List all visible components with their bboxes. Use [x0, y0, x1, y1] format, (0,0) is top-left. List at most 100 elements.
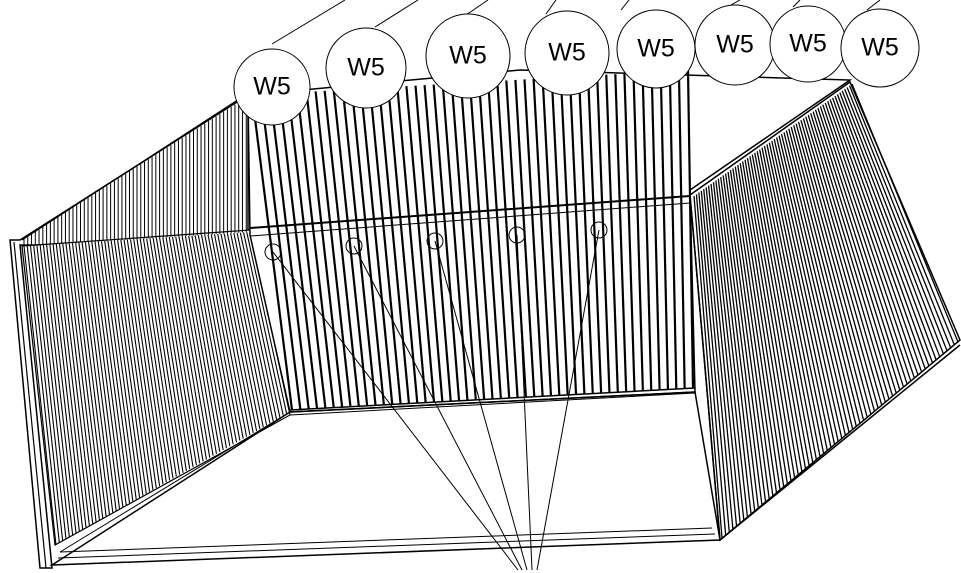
- panel-rib: [123, 239, 161, 487]
- panel-rib: [839, 92, 941, 358]
- panel-rib: [368, 88, 402, 405]
- panel-rib: [278, 93, 319, 409]
- panel-rib: [746, 157, 803, 472]
- panel-rib: [243, 232, 284, 416]
- panel-rib: [194, 235, 234, 445]
- callout-label: W5: [861, 34, 899, 62]
- panel-rib: [761, 147, 825, 454]
- panel-rib: [686, 69, 695, 389]
- panel-rib: [715, 180, 756, 511]
- panel-rib: [577, 76, 594, 394]
- panel-rib: [668, 71, 678, 389]
- weld-callout-icon: W5: [840, 8, 920, 88]
- panel-rib: [756, 151, 818, 460]
- panel-rib: [758, 149, 821, 457]
- panel-rib: [744, 159, 799, 475]
- panel-rib: [496, 80, 519, 398]
- panel-rib: [827, 101, 923, 373]
- panel-rib: [396, 86, 427, 403]
- panel-rib: [217, 233, 258, 432]
- panel-rib: [423, 85, 452, 402]
- panel-rib: [768, 142, 836, 445]
- panel-rib: [836, 94, 937, 361]
- panel-rib: [62, 243, 97, 523]
- panel-rib: [146, 238, 184, 473]
- panel-rib: [52, 244, 87, 528]
- panel-rib: [717, 178, 759, 508]
- panel-rib: [568, 76, 586, 395]
- panel-rib: [677, 70, 686, 389]
- panel-rib: [720, 176, 763, 505]
- panel-rib: [94, 241, 131, 504]
- panel-rib: [26, 245, 60, 544]
- weld-callout-icon: W5: [233, 48, 311, 126]
- panel-rib: [727, 171, 774, 496]
- fastener-marker-icon: [345, 237, 363, 255]
- panel-rib: [824, 102, 919, 376]
- panel-rib: [65, 243, 101, 521]
- panel-rib: [46, 244, 80, 532]
- panel-rib: [68, 243, 104, 519]
- panel-rib: [236, 232, 278, 420]
- panel-rib: [220, 233, 261, 430]
- weld-callout-icon: W5: [524, 10, 610, 96]
- panel-rib: [171, 236, 211, 458]
- panel-rib: [722, 175, 767, 502]
- panel-rib: [226, 233, 268, 426]
- left-side-panel: [9, 91, 291, 569]
- panel-rib: [700, 190, 734, 530]
- panel-rib: [204, 234, 244, 439]
- panel-rib: [414, 85, 444, 402]
- panel-rib: [120, 239, 157, 489]
- panel-rib: [191, 235, 231, 447]
- weld-callout-icon: W5: [616, 9, 696, 89]
- panel-rib: [341, 89, 377, 406]
- panel-rib: [223, 233, 264, 428]
- panel-rib: [23, 245, 57, 546]
- panel-rib: [788, 128, 865, 421]
- panel-rib: [523, 79, 544, 397]
- left-panel-top-ribs: [23, 95, 251, 246]
- panel-rib: [780, 133, 854, 430]
- panel-rib: [152, 237, 191, 470]
- panel-rib: [737, 164, 788, 484]
- left-panel-ribs: [23, 231, 291, 546]
- panel-rib: [623, 73, 636, 392]
- panel-rib: [650, 72, 661, 390]
- panel-rib: [559, 77, 578, 395]
- panel-rib: [314, 91, 352, 407]
- panel-rib: [776, 137, 847, 436]
- panel-rib: [323, 90, 360, 407]
- callout-label: W5: [637, 35, 675, 63]
- weld-callout-icon: W5: [425, 13, 511, 99]
- panel-rib: [641, 72, 653, 391]
- panel-rib: [829, 99, 926, 370]
- panel-rib: [107, 240, 144, 496]
- panel-rib: [129, 239, 167, 483]
- panel-rib: [724, 173, 770, 499]
- panel-rib: [844, 88, 948, 352]
- panel-rib: [459, 82, 486, 400]
- back-panel-ribs: [250, 69, 695, 411]
- panel-rib: [201, 234, 241, 441]
- panel-rib: [805, 116, 890, 400]
- panel-rib: [846, 87, 952, 349]
- panel-rib: [113, 240, 151, 492]
- panel-rib: [739, 163, 792, 481]
- panel-rib: [514, 79, 536, 397]
- panel-rib: [165, 237, 204, 462]
- panel-rib: [632, 73, 644, 391]
- panel-rib: [36, 245, 70, 538]
- callout-label: W5: [716, 31, 754, 59]
- panel-rib: [797, 121, 879, 409]
- panel-rib: [213, 234, 254, 434]
- panel-rib: [851, 83, 959, 343]
- callout-label: W5: [347, 54, 385, 82]
- panel-rib: [810, 113, 897, 394]
- panel-rib: [841, 90, 945, 355]
- panel-rib: [773, 138, 843, 439]
- panel-rib: [605, 74, 619, 393]
- panel-rib: [710, 183, 749, 517]
- panel-rib: [505, 80, 528, 398]
- panel-rib: [468, 82, 494, 400]
